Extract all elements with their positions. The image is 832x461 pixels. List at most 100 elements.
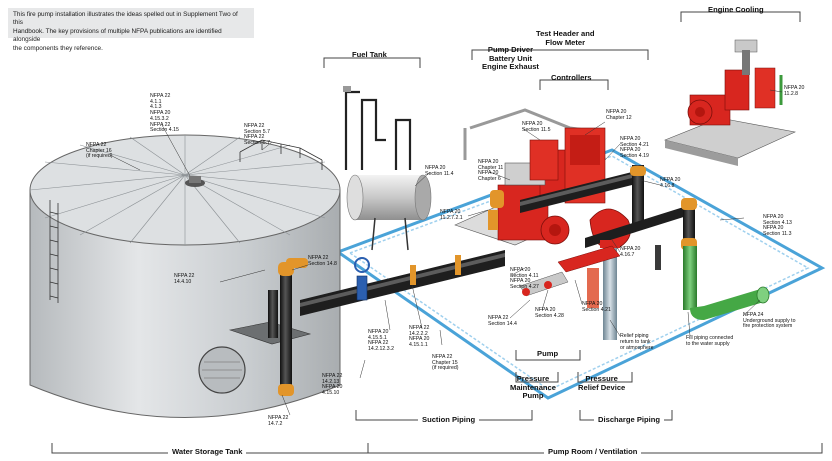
note-line: Relief piping bbox=[620, 333, 649, 339]
ref-line: 4.16.7 bbox=[620, 251, 635, 258]
ref-line: 11.2.7.2.1 bbox=[440, 214, 463, 221]
suction-pipe bbox=[300, 250, 505, 316]
ref-line: 14.7.2 bbox=[268, 420, 283, 427]
intro-line: This fire pump installation illustrates … bbox=[13, 11, 238, 27]
ref-line: Section 14.4 bbox=[488, 320, 517, 327]
ref-line: NFPA 20 bbox=[582, 301, 603, 307]
ref-line: 11.2.8 bbox=[784, 90, 799, 97]
ref-line: (if required) bbox=[86, 153, 113, 160]
heading-line: Pump bbox=[522, 391, 544, 401]
ref-line: NFPA 22 bbox=[488, 315, 509, 321]
ref-line: NFPA 22 bbox=[322, 373, 343, 379]
ref-pump-411: NFPA 20 Section 4.11 NFPA 20 Section 4.2… bbox=[510, 267, 539, 291]
note-line: return to tank bbox=[620, 338, 651, 345]
ref-exhaust-115: NFPA 20 Section 11.5 bbox=[522, 121, 550, 133]
tank-fill-pipe bbox=[268, 258, 308, 396]
ref-tank-14410: NFPA 22 14.4.10 bbox=[174, 273, 195, 285]
heading-engine-cooling: Engine Cooling bbox=[708, 5, 764, 14]
ref-line: 4.15.3.2 bbox=[150, 115, 169, 122]
ref-line: NFPA 22 bbox=[150, 93, 171, 99]
ref-pump-428: NFPA 20 Section 4.28 bbox=[535, 307, 564, 319]
ref-line: 14.4.10 bbox=[174, 278, 192, 285]
ref-line: NFPA 20 bbox=[763, 225, 784, 232]
ref-line: 4.1.3 bbox=[150, 104, 162, 111]
ref-suction-mid: NFPA 22 14.2.2.2 NFPA 20 4.15.1.1 bbox=[409, 325, 430, 349]
ref-line: NFPA 22 bbox=[368, 340, 389, 347]
ref-tank-1472: NFPA 22 14.7.2 bbox=[268, 415, 288, 427]
ref-line: 4.16.8 bbox=[660, 182, 675, 189]
heading-controllers: Controllers bbox=[551, 73, 592, 82]
ref-tank-1448: NFPA 22 Section 14.8 bbox=[308, 255, 337, 267]
water-storage-tank bbox=[29, 134, 341, 418]
ref-pump-144: NFPA 22 Section 14.4 bbox=[488, 315, 517, 327]
ref-line: 14.2.2.2 bbox=[409, 330, 428, 337]
engine-cooling-inset bbox=[664, 39, 796, 166]
ref-line: NFPA 20 bbox=[620, 136, 641, 142]
ref-line: Section 11.4 bbox=[425, 170, 454, 177]
ref-controllers-ch12: NFPA 20 Chapter 12 bbox=[606, 109, 632, 121]
ref-line: NFPA 20 bbox=[322, 384, 343, 391]
heading-line: Flow Meter bbox=[545, 37, 586, 47]
ref-line: 4.15.5.1 bbox=[368, 334, 387, 341]
ref-line: NFPA 20 bbox=[440, 209, 461, 215]
ref-engine-1121: NFPA 20 11.2.7.2.1 bbox=[440, 209, 463, 221]
ref-line: NFPA 20 bbox=[620, 147, 641, 154]
relief-pipe bbox=[587, 240, 620, 340]
ref-line: NFPA 22 bbox=[308, 255, 329, 261]
ref-controllers-421: NFPA 20 Section 4.21 NFPA 20 Section 4.1… bbox=[620, 136, 649, 160]
leader-lines bbox=[109, 89, 783, 416]
heading-pump-room: Pump Room / Ventilation bbox=[544, 447, 642, 457]
ref-line: NFPA 20 bbox=[478, 170, 499, 177]
ref-suction-chapter15: NFPA 22 Chapter 15 (if required) bbox=[432, 354, 459, 372]
ref-line: Section 4.19 bbox=[620, 153, 649, 160]
ref-line: NFPA 20 bbox=[478, 159, 499, 165]
ref-line: NFPA 20 bbox=[660, 177, 681, 183]
ref-line: 14.2.13 bbox=[322, 378, 340, 385]
ref-line: Chapter 6 bbox=[478, 176, 501, 183]
ref-tank-section57: NFPA 22 Section 5.7 NFPA 22 Section 5.7 bbox=[244, 123, 270, 147]
ref-line: Section 11.3 bbox=[763, 231, 792, 238]
heading-line: Pump Driver bbox=[487, 45, 534, 54]
ref-line: NFPA 22 bbox=[432, 354, 453, 360]
heading-water-storage-tank: Water Storage Tank bbox=[168, 447, 247, 457]
heading-discharge-piping: Discharge Piping bbox=[594, 415, 665, 425]
ref-discharge-4168: NFPA 20 4.16.8 bbox=[660, 177, 681, 189]
heading-test-header: Test Header and Flow Meter bbox=[536, 29, 595, 47]
pressure-maintenance-pump bbox=[519, 245, 621, 297]
ref-line: NFPA 22 bbox=[86, 142, 107, 148]
ref-line: Section 14.8 bbox=[308, 260, 337, 267]
ref-line: Chapter 11 bbox=[478, 164, 504, 171]
ref-line: 4.15.1.1 bbox=[409, 342, 428, 349]
heading-suction-piping: Suction Piping bbox=[418, 415, 480, 425]
ref-tank-14213: NFPA 22 14.2.13 NFPA 20 4.15.10 bbox=[322, 373, 343, 397]
ref-line: 4.1.1 bbox=[150, 98, 162, 105]
ref-line: NFPA 20 bbox=[784, 85, 805, 91]
heading-line: Engine Exhaust bbox=[482, 62, 539, 72]
ref-line: Chapter 15 bbox=[432, 359, 458, 366]
intro-line: Handbook. The key provisions of multiple… bbox=[13, 27, 222, 44]
note-line: to the water supply bbox=[686, 340, 730, 347]
heading-pressure-relief: Pressure Relief Device bbox=[578, 374, 625, 392]
ref-tank-roof: NFPA 22 4.1.1 4.1.3 NFPA 20 4.15.3.2 NFP… bbox=[150, 93, 179, 134]
discharge-piping bbox=[520, 165, 697, 270]
ref-line: NFPA 20 bbox=[409, 336, 430, 343]
ref-line: NFPA 20 bbox=[425, 165, 446, 171]
ref-line: Section 4.21 bbox=[582, 306, 611, 313]
heading-pump-driver: Pump Driver Battery Unit Engine Exhaust bbox=[482, 45, 539, 72]
heading-fuel-tank: Fuel Tank bbox=[352, 50, 387, 59]
note-fill-piping: Fill piping connected to the water suppl… bbox=[686, 335, 733, 348]
ref-line: NFPA 22 bbox=[409, 325, 430, 331]
heading-line: Battery Unit bbox=[488, 53, 532, 63]
intro-line: the components they reference. bbox=[13, 44, 103, 52]
ref-line: Section 4.15 bbox=[150, 127, 179, 134]
ref-line: 14.2.12.3.2 bbox=[368, 346, 394, 353]
fuel-tank bbox=[343, 86, 432, 251]
ref-line: NFPA 22 bbox=[174, 273, 195, 279]
ref-line: Section 4.11 bbox=[510, 272, 539, 279]
ref-line: NFPA 20 bbox=[535, 307, 556, 313]
fill-pipe-green bbox=[683, 246, 770, 320]
ref-suction-left: NFPA 20 4.15.5.1 NFPA 22 14.2.12.3.2 bbox=[368, 329, 394, 353]
heading-line: Pressure bbox=[585, 374, 618, 383]
ref-line: Section 5.7 bbox=[244, 128, 270, 135]
